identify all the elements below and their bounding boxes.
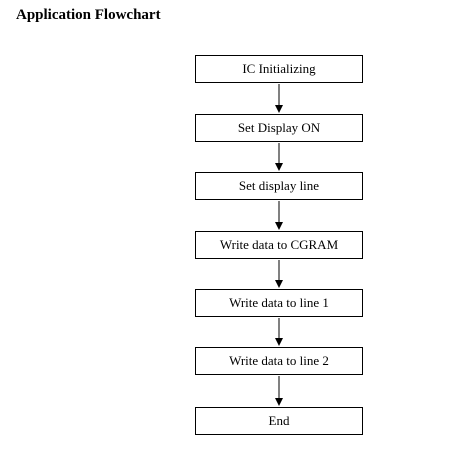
step-write-line-1: Write data to line 1	[195, 289, 363, 317]
step-ic-initializing: IC Initializing	[195, 55, 363, 83]
step-set-display-on: Set Display ON	[195, 114, 363, 142]
step-set-display-line: Set display line	[195, 172, 363, 200]
arrow-3	[273, 201, 285, 231]
arrow-2	[273, 143, 285, 172]
arrow-5	[273, 318, 285, 347]
arrow-4	[273, 260, 285, 289]
arrow-1	[273, 84, 285, 114]
step-end: End	[195, 407, 363, 435]
step-write-cgram: Write data to CGRAM	[195, 231, 363, 259]
arrow-6	[273, 376, 285, 407]
diagram-title: Application Flowchart	[16, 7, 161, 23]
step-write-line-2: Write data to line 2	[195, 347, 363, 375]
